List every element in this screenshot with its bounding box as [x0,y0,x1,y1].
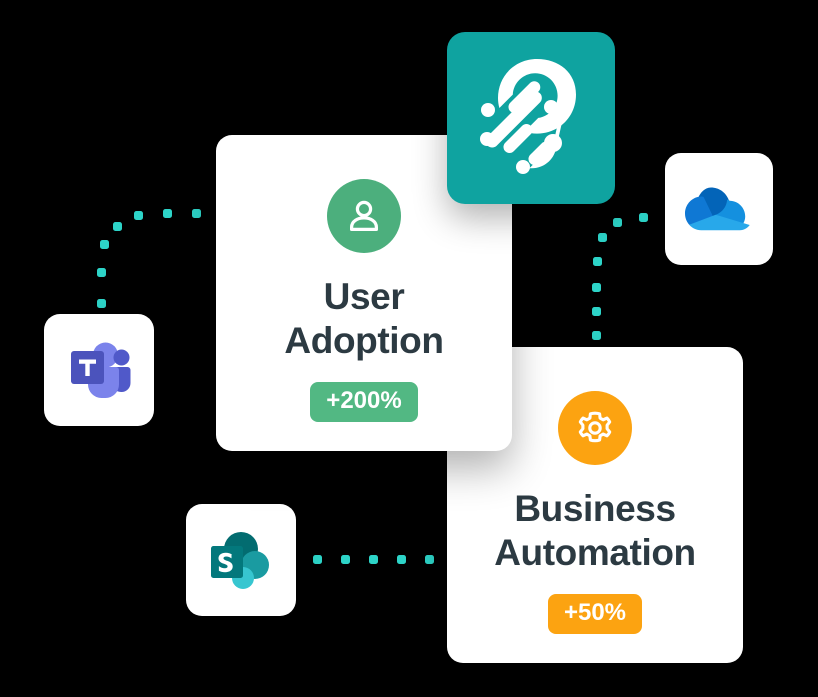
connector-dot-teams-to-user-adoption-5 [163,209,172,218]
connector-dot-onedrive-to-business-automation-6 [592,331,601,340]
connector-dot-onedrive-to-business-automation-4 [592,283,601,292]
connector-dot-sharepoint-to-business-automation-0 [313,555,322,564]
brand-logo-icon [480,59,576,174]
card-user-adoption[interactable]: User Adoption +200% [216,135,512,451]
connector-dot-sharepoint-to-business-automation-1 [341,555,350,564]
connector-dot-sharepoint-to-business-automation-2 [369,555,378,564]
connector-dot-teams-to-user-adoption-0 [97,299,106,308]
card-title-business-automation: Business Automation [447,487,743,574]
app-tile-teams[interactable] [44,314,154,426]
gear-icon-badge [558,391,632,465]
status-badge-user-adoption: +200% [310,382,418,423]
connector-dot-teams-to-user-adoption-6 [192,209,201,218]
gear-icon [578,411,612,443]
connector-dot-sharepoint-to-business-automation-4 [425,555,434,564]
microsoft-teams-icon [71,342,131,398]
card-title-user-adoption: User Adoption [216,275,512,362]
card-title-line-1: User [323,276,405,317]
connector-dot-teams-to-user-adoption-4 [134,211,143,220]
app-tile-sharepoint[interactable] [186,504,296,616]
person-icon [350,200,378,231]
connector-dot-sharepoint-to-business-automation-3 [397,555,406,564]
connector-dot-teams-to-user-adoption-2 [100,240,109,249]
microsoft-onedrive-icon [685,187,750,231]
connector-dot-teams-to-user-adoption-1 [97,268,106,277]
connector-dot-teams-to-user-adoption-3 [113,222,122,231]
status-badge-business-automation: +50% [547,594,643,635]
connector-dot-onedrive-to-business-automation-2 [598,233,607,242]
brand-logo-tile[interactable] [447,32,615,204]
connector-dot-onedrive-to-business-automation-1 [613,218,622,227]
connector-dot-onedrive-to-business-automation-5 [592,307,601,316]
person-icon-badge [327,179,401,253]
microsoft-sharepoint-icon [211,532,269,589]
card-title-line-2: Adoption [284,319,444,361]
app-tile-onedrive[interactable] [665,153,773,265]
card-title-line-2: Automation [494,531,696,573]
connector-dot-onedrive-to-business-automation-3 [593,257,602,266]
connector-dot-onedrive-to-business-automation-0 [639,213,648,222]
card-title-line-1: Business [514,488,676,529]
